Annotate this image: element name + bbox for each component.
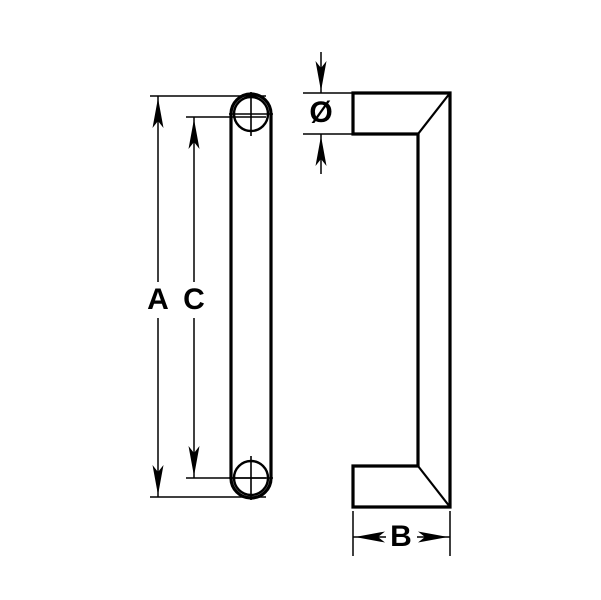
dimension-b-arrow-left [355, 531, 385, 543]
bracket-miter-line-top [417, 92, 451, 135]
dimension-b-label: B [390, 520, 412, 553]
dimension-diameter-arrow-top [315, 61, 327, 91]
dimension-c-label: C [183, 283, 205, 316]
dimension-a-arrow-bottom [152, 465, 164, 495]
dimension-c: C [183, 116, 266, 479]
dimension-c-arrow-bottom [188, 446, 200, 476]
dimension-diameter-label: Ø [309, 96, 332, 129]
side-view-group [351, 91, 452, 509]
dimension-diameter: Ø [303, 52, 356, 174]
dimension-a-arrow-top [152, 98, 164, 128]
dimension-a-label: A [147, 283, 169, 316]
dimension-diameter-arrow-bottom [315, 136, 327, 166]
handle-body-outline [229, 92, 273, 500]
dimension-a: A [147, 95, 266, 498]
dimension-c-arrow-top [188, 119, 200, 149]
bracket-miter-line-bottom [417, 465, 451, 508]
dimension-b-arrow-right [418, 531, 448, 543]
dimension-b: B [352, 511, 451, 556]
screw-top [229, 92, 273, 136]
bracket-profile-outline [351, 91, 452, 509]
front-view-group [229, 92, 273, 500]
